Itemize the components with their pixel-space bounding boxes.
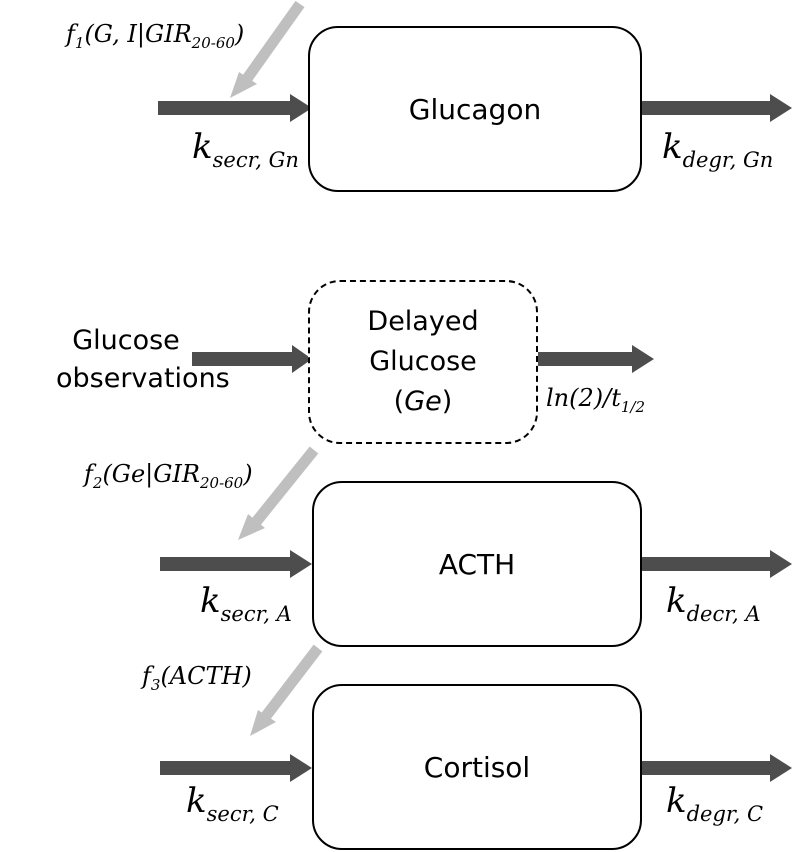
glucagon-k-secr-label: ksecr, Gn [192,127,299,172]
cortisol-label: Cortisol [423,750,531,784]
cortisol-input-arrow [160,754,312,782]
glucagon-f1-arrow [230,0,305,98]
glucagon-output-arrow [640,94,792,122]
acth-f2-label: f2(Ge|GIR20-60) [84,460,253,492]
delayed-glucose-line2: Glucose [369,346,477,377]
delayed-glucose-box: Delayed Glucose (Ge) [308,280,538,444]
acth-box: ACTH [312,481,642,647]
glucagon-k-degr-label: kdegr, Gn [662,127,774,172]
acth-label: ACTH [438,547,516,581]
glucagon-box: Glucagon [308,26,642,192]
acth-k-decr-label: kdecr, A [666,581,761,626]
delayed-glucose-halflife-label: ln(2)/t1/2 [546,384,645,416]
delayed-glucose-line3: (Ge) [393,386,453,417]
cortisol-output-arrow [642,754,792,782]
acth-k-secr-label: ksecr, A [200,581,292,626]
glucagon-label: Glucagon [408,92,542,126]
delayed-glucose-output-arrow [538,345,654,373]
glucose-observations-label: Glucose observations [56,325,230,394]
cortisol-f3-label: f3(ACTH) [142,662,252,694]
delayed-glucose-line1: Delayed [367,306,479,337]
cortisol-f3-arrow [250,644,323,736]
cortisol-box: Cortisol [312,684,642,850]
glucagon-f1-label: f1(G, I|GIR20-60) [66,20,245,52]
cortisol-k-secr-label: ksecr, C [186,781,279,826]
acth-input-arrow [160,550,312,578]
glucose-observations-arrow [192,345,312,373]
cortisol-k-degr-label: kdegr, C [666,781,764,826]
acth-output-arrow [642,550,792,578]
glucagon-input-arrow [158,94,312,122]
acth-f2-arrow [238,446,319,540]
